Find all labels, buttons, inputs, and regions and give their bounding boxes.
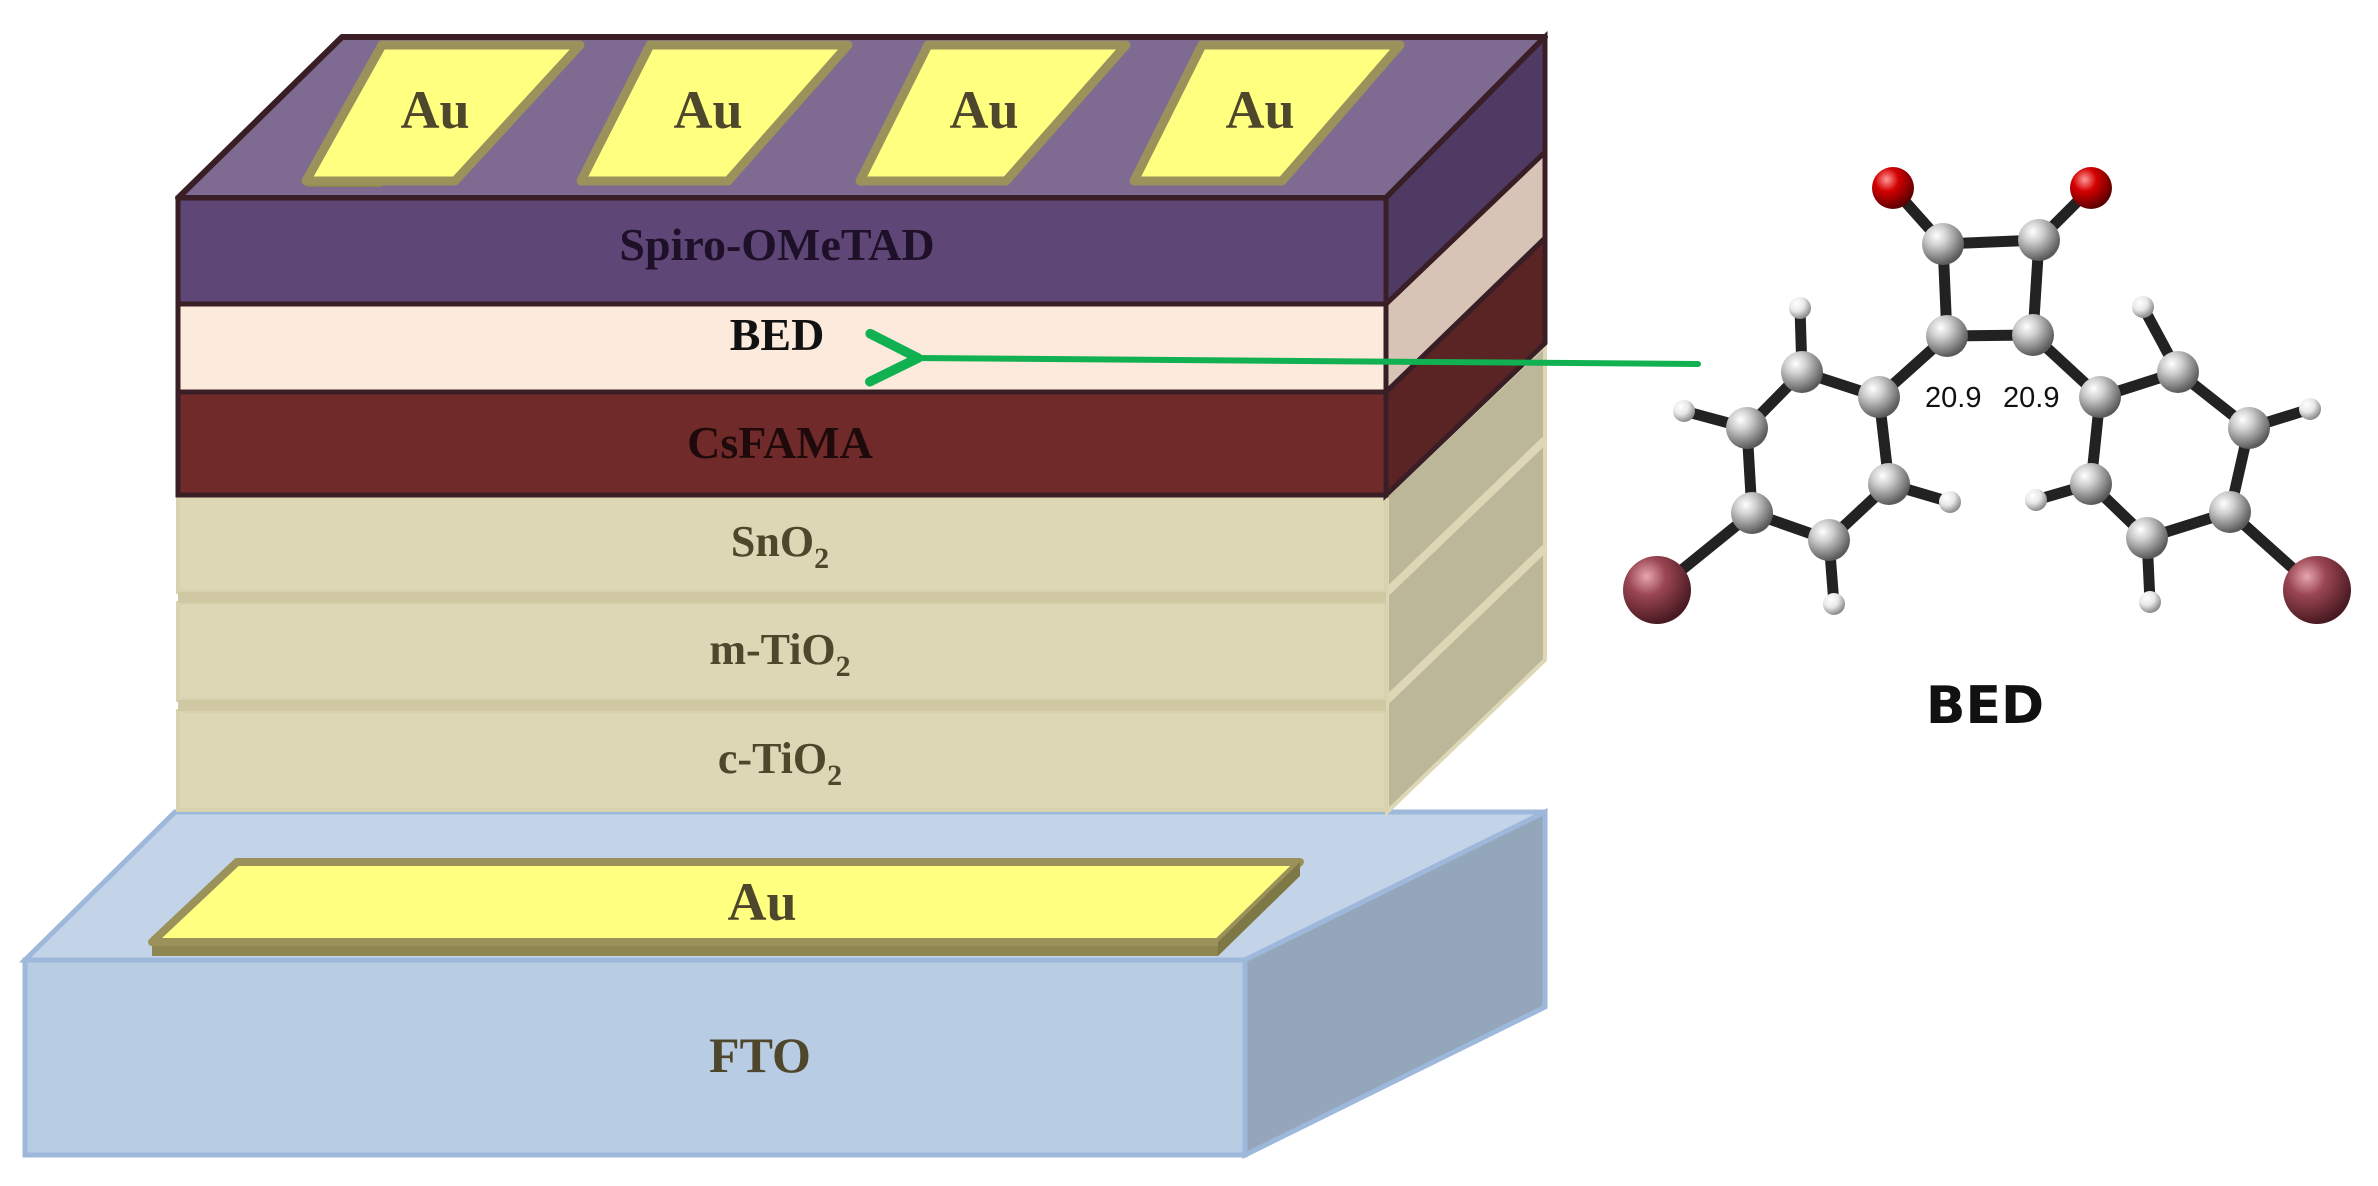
ctio2-label-base: c-TiO <box>718 734 827 783</box>
sno2-label-base: SnO <box>731 517 814 566</box>
oxygen-atom <box>2070 167 2112 209</box>
ctio2-label-sub: 2 <box>827 759 842 792</box>
bottom-au-top <box>148 858 1304 946</box>
oxide-stack: SnO2 m-TiO2 c-TiO2 <box>176 340 1548 817</box>
carbon-atom <box>2209 491 2251 533</box>
oxide-gap <box>178 700 1386 711</box>
oxide-gap <box>178 592 1386 603</box>
hydrogen-atom <box>1939 491 1961 513</box>
carbon-atom <box>2079 376 2121 418</box>
carbon-atom <box>2070 463 2112 505</box>
carbon-atom <box>1922 223 1964 265</box>
molecule-name-label: BED <box>1926 676 2044 736</box>
hydrogen-atom <box>2025 489 2047 511</box>
carbon-atom <box>1731 492 1773 534</box>
hydrogen-atom <box>2299 398 2321 420</box>
carbon-atom <box>1868 463 1910 505</box>
bottom-au-contact: Au <box>148 858 1304 956</box>
carbon-atom <box>1926 315 1968 357</box>
fto-label: FTO <box>709 1027 811 1083</box>
ctio2-label: c-TiO2 <box>718 734 842 792</box>
bed-layer: BED <box>175 146 1548 398</box>
bottom-au-label: Au <box>727 872 796 932</box>
bromine-atom <box>2283 556 2351 624</box>
spiro-front-face <box>175 195 1389 307</box>
hydrogen-atoms <box>1673 296 2321 615</box>
oxygen-atom <box>1872 167 1914 209</box>
oxide-side-divider <box>1384 437 1548 595</box>
top-au-label: Au <box>949 80 1018 140</box>
carbon-atom <box>1808 519 1850 561</box>
hydrogen-atom <box>1823 593 1845 615</box>
mtio2-label-base: m-TiO <box>709 625 835 674</box>
dihedral-angle-left: 20.9 <box>1925 382 1981 414</box>
top-au-contacts: Au Au Au Au <box>301 40 1405 187</box>
top-au-label: Au <box>400 80 469 140</box>
top-au-contact: Au <box>301 40 585 187</box>
carbon-atom <box>2228 407 2270 449</box>
molecule-bonds <box>1651 182 2323 610</box>
bed-molecule: 20.9 20.9 <box>1623 167 2351 624</box>
ctio2-layer <box>176 709 1388 812</box>
bed-layer-label: BED <box>730 309 825 360</box>
bed-front-face <box>175 301 1389 395</box>
hydrogen-atom <box>2139 591 2161 613</box>
carbon-atom <box>2018 219 2060 261</box>
bed-pointer-arrow <box>865 328 1701 387</box>
carbon-atom <box>1781 351 1823 393</box>
hydrogen-atom <box>2132 296 2154 318</box>
top-au-contact: Au <box>855 40 1131 186</box>
bromine-atom <box>1623 556 1691 624</box>
top-au-label: Au <box>1225 80 1294 140</box>
carbon-atoms <box>1726 219 2270 561</box>
csfama-label: CsFAMA <box>687 417 873 468</box>
carbon-atom <box>2126 517 2168 559</box>
hydrogen-atom <box>1673 400 1695 422</box>
spiro-label: Spiro-OMeTAD <box>619 219 934 270</box>
carbon-atom <box>2157 351 2199 393</box>
mtio2-label-sub: 2 <box>836 650 851 683</box>
bottom-au-side <box>1218 862 1300 956</box>
sno2-label-sub: 2 <box>814 542 829 575</box>
top-au-contact: Au <box>1129 40 1405 186</box>
oxide-side-divider <box>1384 545 1548 703</box>
hydrogen-atom <box>1789 297 1811 319</box>
sno2-layer <box>176 493 1388 594</box>
top-au-contact: Au <box>576 40 853 186</box>
csfama-layer: CsFAMA <box>175 232 1548 501</box>
csfama-front-face <box>175 389 1389 498</box>
carbon-atom <box>1726 407 1768 449</box>
carbon-atom <box>2012 314 2054 356</box>
fto-front-face <box>22 957 1248 1158</box>
top-au-label: Au <box>673 80 742 140</box>
dihedral-angle-right: 20.9 <box>2003 382 2059 414</box>
sno2-label: SnO2 <box>731 517 829 575</box>
mtio2-label: m-TiO2 <box>709 625 850 683</box>
carbon-atom <box>1858 376 1900 418</box>
